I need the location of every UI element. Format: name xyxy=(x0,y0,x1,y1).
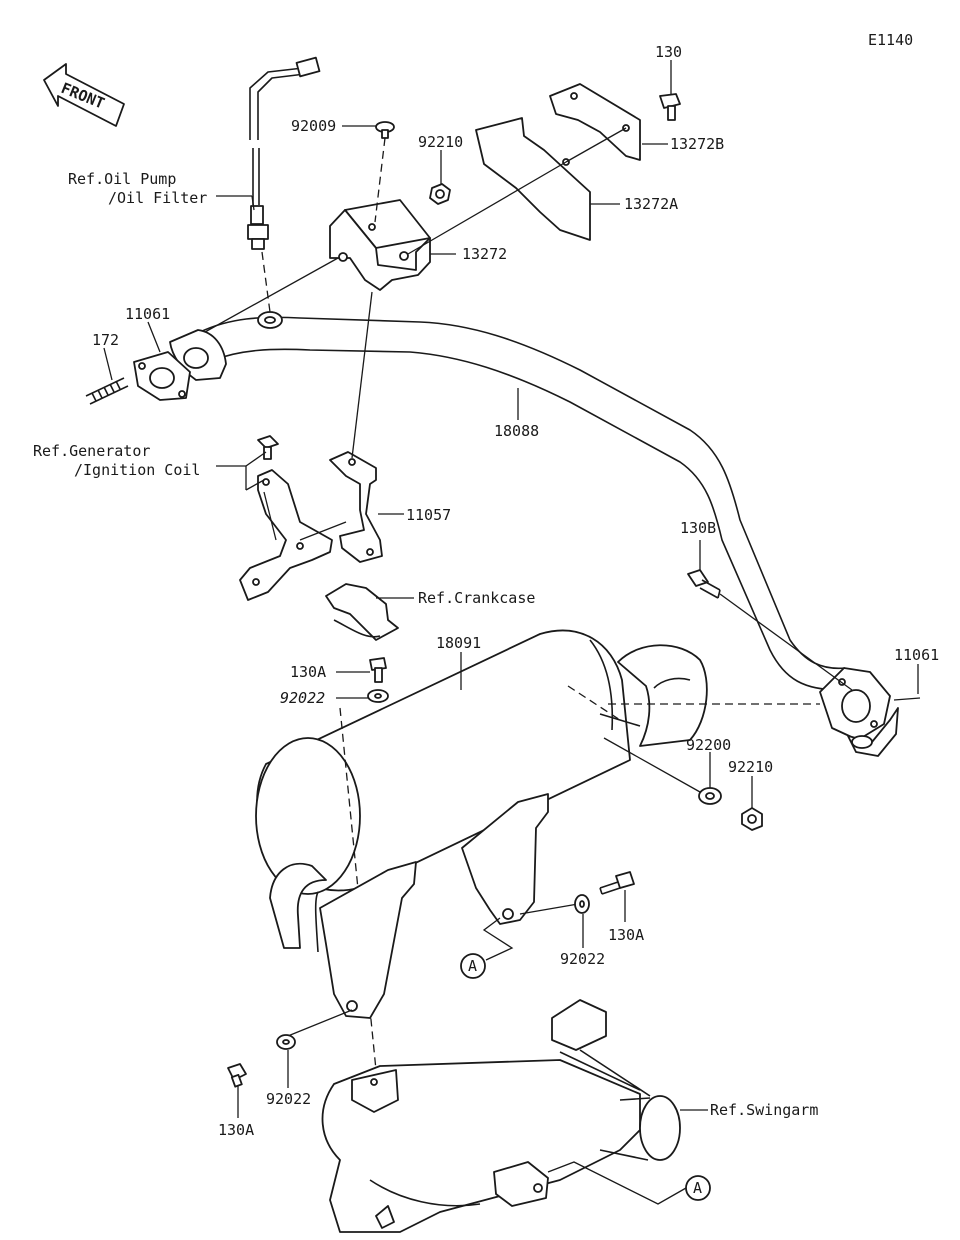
callout-92022-low: 92022 xyxy=(266,1090,311,1108)
callout-92210-top: 92210 xyxy=(418,133,463,151)
callout-13272b: 13272B xyxy=(670,135,724,153)
svg-text:A: A xyxy=(693,1179,702,1197)
washer-92022-low xyxy=(276,1034,296,1050)
ref-oil-pump: Ref.Oil Pump xyxy=(68,170,176,188)
ref-oil-filter: /Oil Filter xyxy=(108,189,207,207)
callout-18091: 18091 xyxy=(436,634,481,652)
callout-92009: 92009 xyxy=(291,117,336,135)
washer-92200 xyxy=(698,787,722,805)
callout-130b: 130B xyxy=(680,519,716,537)
screw-92009 xyxy=(375,121,395,139)
oxygen-sensor xyxy=(247,56,321,250)
callout-13272: 13272 xyxy=(462,245,507,263)
bolt-130a-upper xyxy=(369,657,387,683)
bolt-130-top xyxy=(659,93,681,121)
marker-a-lower: A xyxy=(685,1175,711,1201)
crankcase-mount xyxy=(325,583,399,641)
muffler-bracket-front xyxy=(461,793,549,925)
callout-130a-low: 130A xyxy=(218,1121,254,1139)
callout-11057: 11057 xyxy=(406,506,451,524)
muffler-bracket-rear xyxy=(319,861,417,1019)
ref-swingarm: Ref.Swingarm xyxy=(710,1101,818,1119)
grommet-oil xyxy=(257,311,283,329)
heat-shield-13272b xyxy=(549,83,641,161)
callout-92022-upper: 92022 xyxy=(280,689,325,707)
callout-92200: 92200 xyxy=(686,736,731,754)
bolt-130a-mid xyxy=(599,871,635,895)
callout-130-top: 130 xyxy=(655,43,682,61)
svg-text:A: A xyxy=(468,957,477,975)
heat-shield-13272a xyxy=(475,117,591,241)
callout-11061-left: 11061 xyxy=(125,305,170,323)
callout-92210-right: 92210 xyxy=(728,758,773,776)
callout-18088: 18088 xyxy=(494,422,539,440)
nut-92210-top xyxy=(429,183,451,205)
bracket-13272 xyxy=(329,199,431,291)
nut-92210-right xyxy=(741,807,763,831)
marker-a-upper: A xyxy=(460,953,486,979)
muffler-18091 xyxy=(255,629,708,953)
gasket-11061-left xyxy=(133,351,191,401)
callout-92022-mid: 92022 xyxy=(560,950,605,968)
bolt-130a-low xyxy=(227,1063,247,1088)
ref-generator: Ref.Generator xyxy=(33,442,150,460)
ref-crankcase: Ref.Crankcase xyxy=(418,589,535,607)
bracket-11057 xyxy=(329,451,383,563)
callout-13272a: 13272A xyxy=(624,195,678,213)
front-arrow-icon: FRONT xyxy=(43,63,125,127)
bolt-130b xyxy=(687,569,721,599)
diagram-code: E1140 xyxy=(868,31,913,49)
callout-130a-mid: 130A xyxy=(608,926,644,944)
washer-92022-mid xyxy=(574,894,590,914)
ref-ignition-coil: /Ignition Coil xyxy=(74,461,200,479)
gasket-11061-right xyxy=(819,667,899,757)
generator-bracket xyxy=(239,469,333,601)
callout-172: 172 xyxy=(92,331,119,349)
callout-11061-right: 11061 xyxy=(894,646,939,664)
swingarm xyxy=(321,999,681,1233)
washer-92022-upper xyxy=(367,689,389,703)
stud-172 xyxy=(85,377,129,405)
callout-130a-upper: 130A xyxy=(290,663,326,681)
